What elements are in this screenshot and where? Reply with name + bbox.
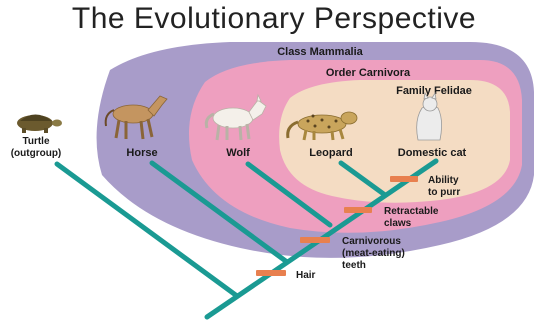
trait-bar-hair — [256, 270, 286, 276]
trait-bar-claws — [344, 207, 372, 213]
taxon-label-wolf: Wolf — [226, 147, 250, 159]
trait-bar-carnivorous — [300, 237, 330, 243]
taxon-label-turtle-1: Turtle — [22, 136, 49, 147]
class-mammalia-label: Class Mammalia — [277, 46, 363, 58]
trait-label-claws-2: claws — [384, 218, 412, 229]
taxon-label-leopard: Leopard — [309, 147, 352, 159]
trait-label-claws-1: Retractable — [384, 206, 439, 217]
trait-label-carnivorous-1: Carnivorous — [342, 236, 401, 247]
trait-label-purr-1: Ability — [428, 175, 459, 186]
taxon-label-horse: Horse — [126, 147, 157, 159]
trait-label-carnivorous-3: teeth — [342, 260, 366, 271]
family-felidae-region — [279, 80, 510, 203]
taxon-label-domestic-cat: Domestic cat — [398, 147, 467, 159]
trait-label-purr-2: to purr — [428, 187, 460, 198]
turtle-icon — [17, 115, 62, 134]
taxon-label-turtle-2: (outgroup) — [11, 148, 62, 159]
trait-label-hair: Hair — [296, 270, 316, 281]
trait-label-carnivorous-2: (meat-eating) — [342, 248, 405, 259]
trait-bar-purr — [390, 176, 418, 182]
order-carnivora-label: Order Carnivora — [326, 67, 411, 79]
